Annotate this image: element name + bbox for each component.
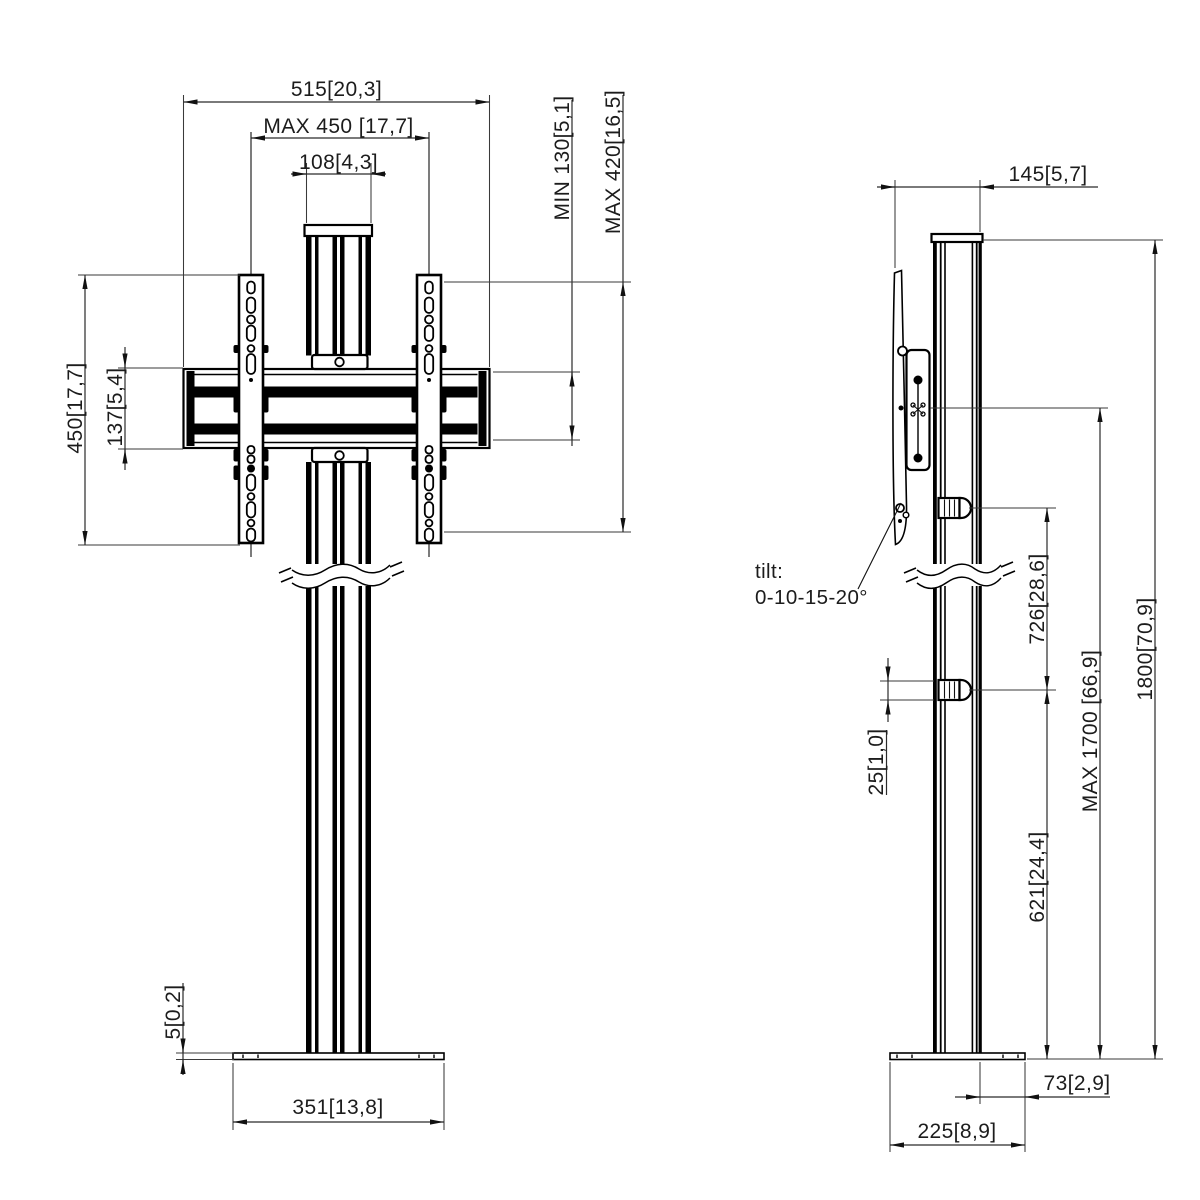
dim-max-screen-height-label: MAX 1700 [66,9] <box>1079 650 1102 812</box>
clamp-knob-upper <box>937 496 973 520</box>
dim-base-depth: 225[8,9] <box>889 1062 1025 1152</box>
dim-knob-spacing: 726[28,6] <box>969 507 1056 691</box>
dim-depth-label: 145[5,7] <box>1008 163 1087 186</box>
tilt-note: tilt: 0-10-15-20° <box>755 502 902 609</box>
dim-total-width-label: 515[20,3] <box>291 78 382 101</box>
vesa-rail-left <box>233 132 269 557</box>
dim-base-thickness-label: 5[0,2] <box>162 985 185 1040</box>
base-plate-front <box>232 1052 445 1061</box>
break-symbol-front <box>278 561 405 589</box>
dim-min-vesa-height-label: MIN 130[5,1] <box>551 95 574 220</box>
dim-min-vesa-height: MIN 130[5,1] <box>493 95 580 446</box>
dim-lower-section-label: 621[24,4] <box>1026 831 1049 922</box>
tilt-values: 0-10-15-20° <box>755 586 868 609</box>
dim-max-vesa-width: MAX 450 [17,7] <box>251 115 429 141</box>
dim-total-height-label: 1800[70,9] <box>1134 597 1157 700</box>
tilt-bracket <box>895 345 931 523</box>
front-view: 515[20,3] MAX 450 [17,7] 108[4,3] MIN 13… <box>64 78 631 1130</box>
dim-base-overhang: 73[2,9] <box>955 1062 1110 1152</box>
vesa-rail-right <box>410 130 448 559</box>
display-panel-side <box>892 269 931 546</box>
dim-base-overhang-label: 73[2,9] <box>1043 1072 1110 1095</box>
dim-column-width-label: 108[4,3] <box>299 151 378 174</box>
dim-knob-spacing-label: 726[28,6] <box>1026 553 1049 644</box>
dim-max-vesa-height-label: MAX 420[16,5] <box>602 90 625 234</box>
side-view: 145[5,7] tilt: 0-10-15-20° 726[28,6] MAX… <box>755 163 1163 1152</box>
clamp-knob-lower <box>937 678 973 702</box>
dim-max-vesa-width-label: MAX 450 [17,7] <box>263 115 413 138</box>
column-adapter-plates <box>310 353 369 464</box>
dim-rail-height: 450[17,7] <box>64 274 240 546</box>
dim-crossbar-height-label: 137[5,4] <box>104 367 127 446</box>
tilt-label: tilt: <box>755 560 783 583</box>
dim-base-width: 351[13,8] <box>232 1063 445 1130</box>
dim-knob-slot: 25[1,0] <box>865 658 934 796</box>
dim-column-width: 108[4,3] <box>291 151 386 223</box>
dim-lower-section: 621[24,4] <box>1026 690 1050 1059</box>
dim-crossbar-height: 137[5,4] <box>104 347 183 470</box>
pole-top-cap-front <box>303 223 374 238</box>
pole-side <box>933 242 982 1054</box>
dim-base-thickness: 5[0,2] <box>162 983 234 1075</box>
dim-max-vesa-height: MAX 420[16,5] <box>444 90 631 533</box>
dim-max-screen-height: MAX 1700 [66,9] <box>930 407 1108 1059</box>
pole-top-cap-side <box>930 232 984 244</box>
break-symbol-side <box>903 561 1016 589</box>
dim-rail-height-label: 450[17,7] <box>64 362 87 453</box>
dim-knob-slot-label: 25[1,0] <box>865 728 888 795</box>
base-plate-side <box>889 1052 1026 1061</box>
dim-total-height: 1800[70,9] <box>983 239 1163 1060</box>
dim-base-depth-label: 225[8,9] <box>917 1120 996 1143</box>
dim-depth: 145[5,7] <box>877 163 1098 268</box>
dim-base-width-label: 351[13,8] <box>292 1096 383 1119</box>
dim-total-width: 515[20,3] <box>182 78 491 367</box>
